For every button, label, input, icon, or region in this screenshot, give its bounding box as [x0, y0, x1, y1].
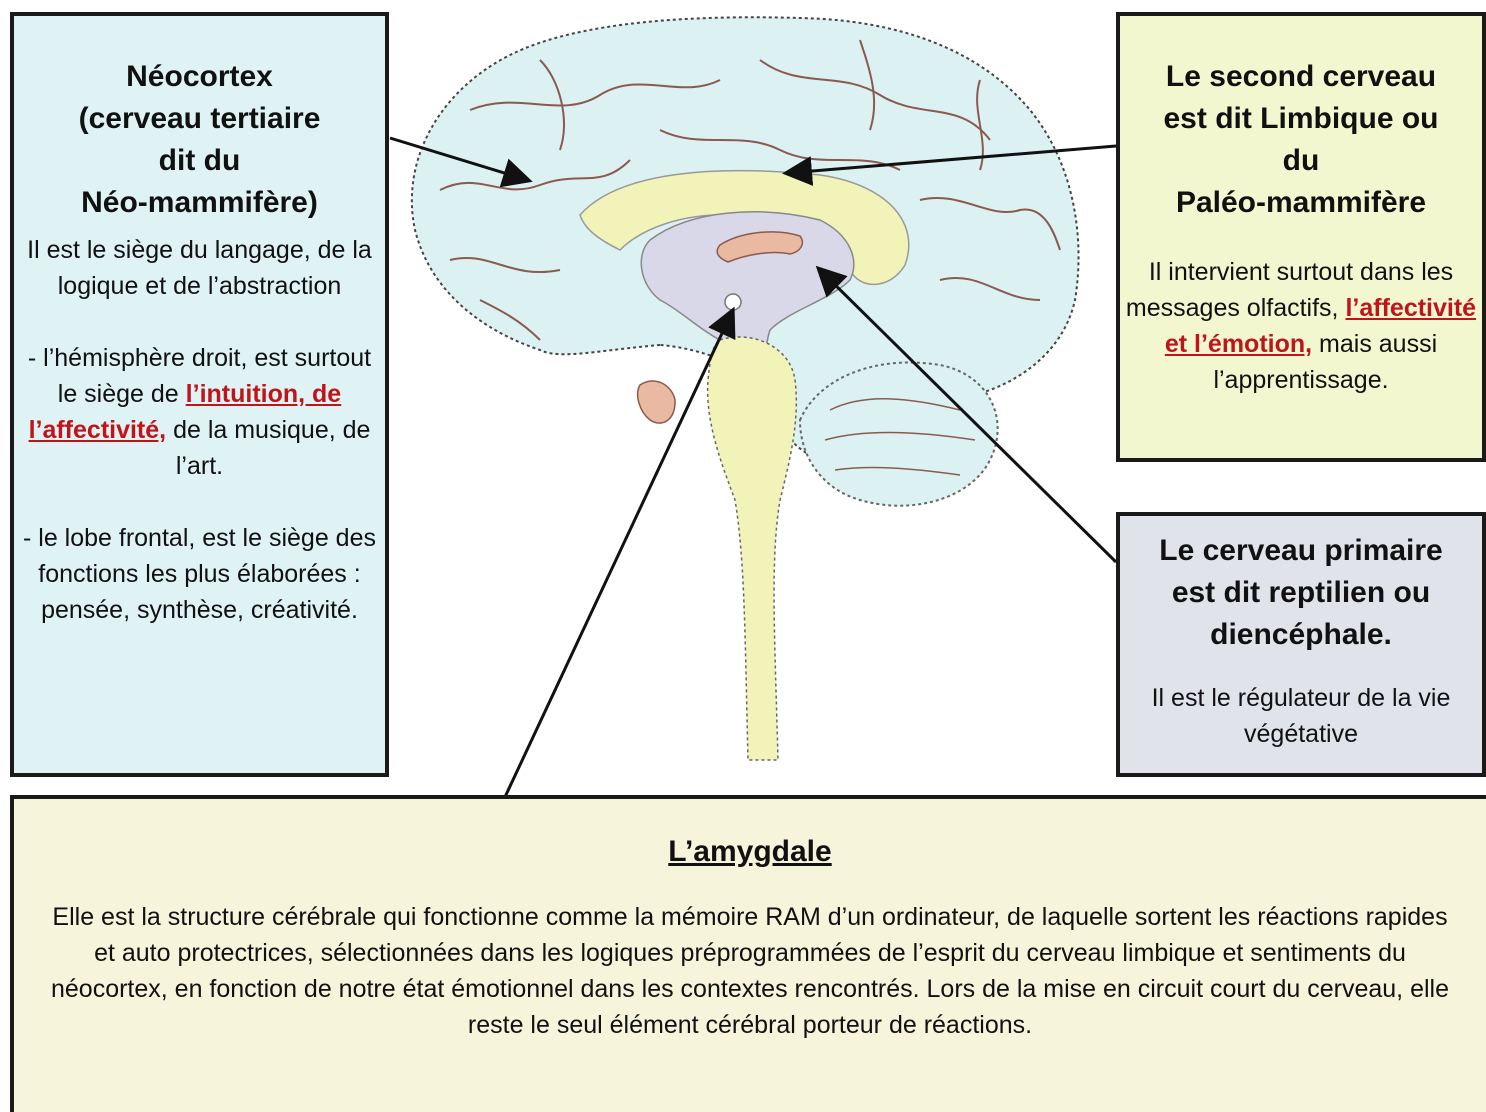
arrow-reptilian — [815, 265, 1118, 564]
neocortex-panel: Néocortex (cerveau tertiaire dit du Néo-… — [10, 12, 389, 777]
limbic-text-pre: Il intervient surtout dans les messages … — [1125, 258, 1454, 322]
neocortex-highlight: l’intuition, de l’affectivité, — [28, 380, 342, 444]
neocortex-text-2: - l’hémisphère droit, est surtout le siè… — [18, 340, 381, 484]
thalamus — [716, 231, 804, 263]
arrow-limbic — [782, 144, 1117, 186]
neocortex-title: Néocortex (cerveau tertiaire dit du Néo-… — [78, 60, 321, 219]
amygdale-text: Elle est la structure cérébrale qui fonc… — [50, 903, 1449, 1039]
reptilian-title: Le cerveau primaire est dit reptilien ou… — [1159, 534, 1443, 651]
reptilian-panel: Le cerveau primaire est dit reptilien ou… — [1116, 512, 1486, 777]
arrow-neocortex — [389, 136, 533, 188]
limbic-text: Il intervient surtout dans les messages … — [1120, 254, 1482, 398]
limbic-panel: Le second cerveau est dit Limbique ou du… — [1116, 12, 1486, 462]
amygdale-panel: L’amygdale Elle est la structure cérébra… — [10, 795, 1486, 1112]
brainstem — [706, 336, 798, 761]
reptilian-text: Il est le régulateur de la vie végétativ… — [1151, 684, 1451, 748]
neocortex-text-1: Il est le siège du langage, de la logiqu… — [27, 236, 372, 300]
limbic-text-post: mais aussi l’apprentissage. — [1213, 330, 1438, 394]
limbic-highlight: l’affectivité et l’émotion, — [1164, 294, 1477, 358]
neocortex-text-2-post: de la musique, de l’art. — [173, 416, 371, 480]
arrow-amygdale — [503, 306, 736, 798]
corpus-callosum — [579, 169, 910, 286]
amygdala-dot — [724, 293, 742, 311]
amygdale-title: L’amygdale — [668, 835, 832, 868]
limbic-title: Le second cerveau est dit Limbique ou du… — [1163, 60, 1439, 219]
cerebellum-folds — [824, 398, 976, 476]
gyri-lines — [439, 39, 1061, 341]
neocortex-text-2-pre: - l’hémisphère droit, est surtout le siè… — [27, 344, 372, 408]
neocortex-text-3: - le lobe frontal, est le siège des fonc… — [23, 524, 376, 624]
pituitary — [636, 380, 676, 424]
